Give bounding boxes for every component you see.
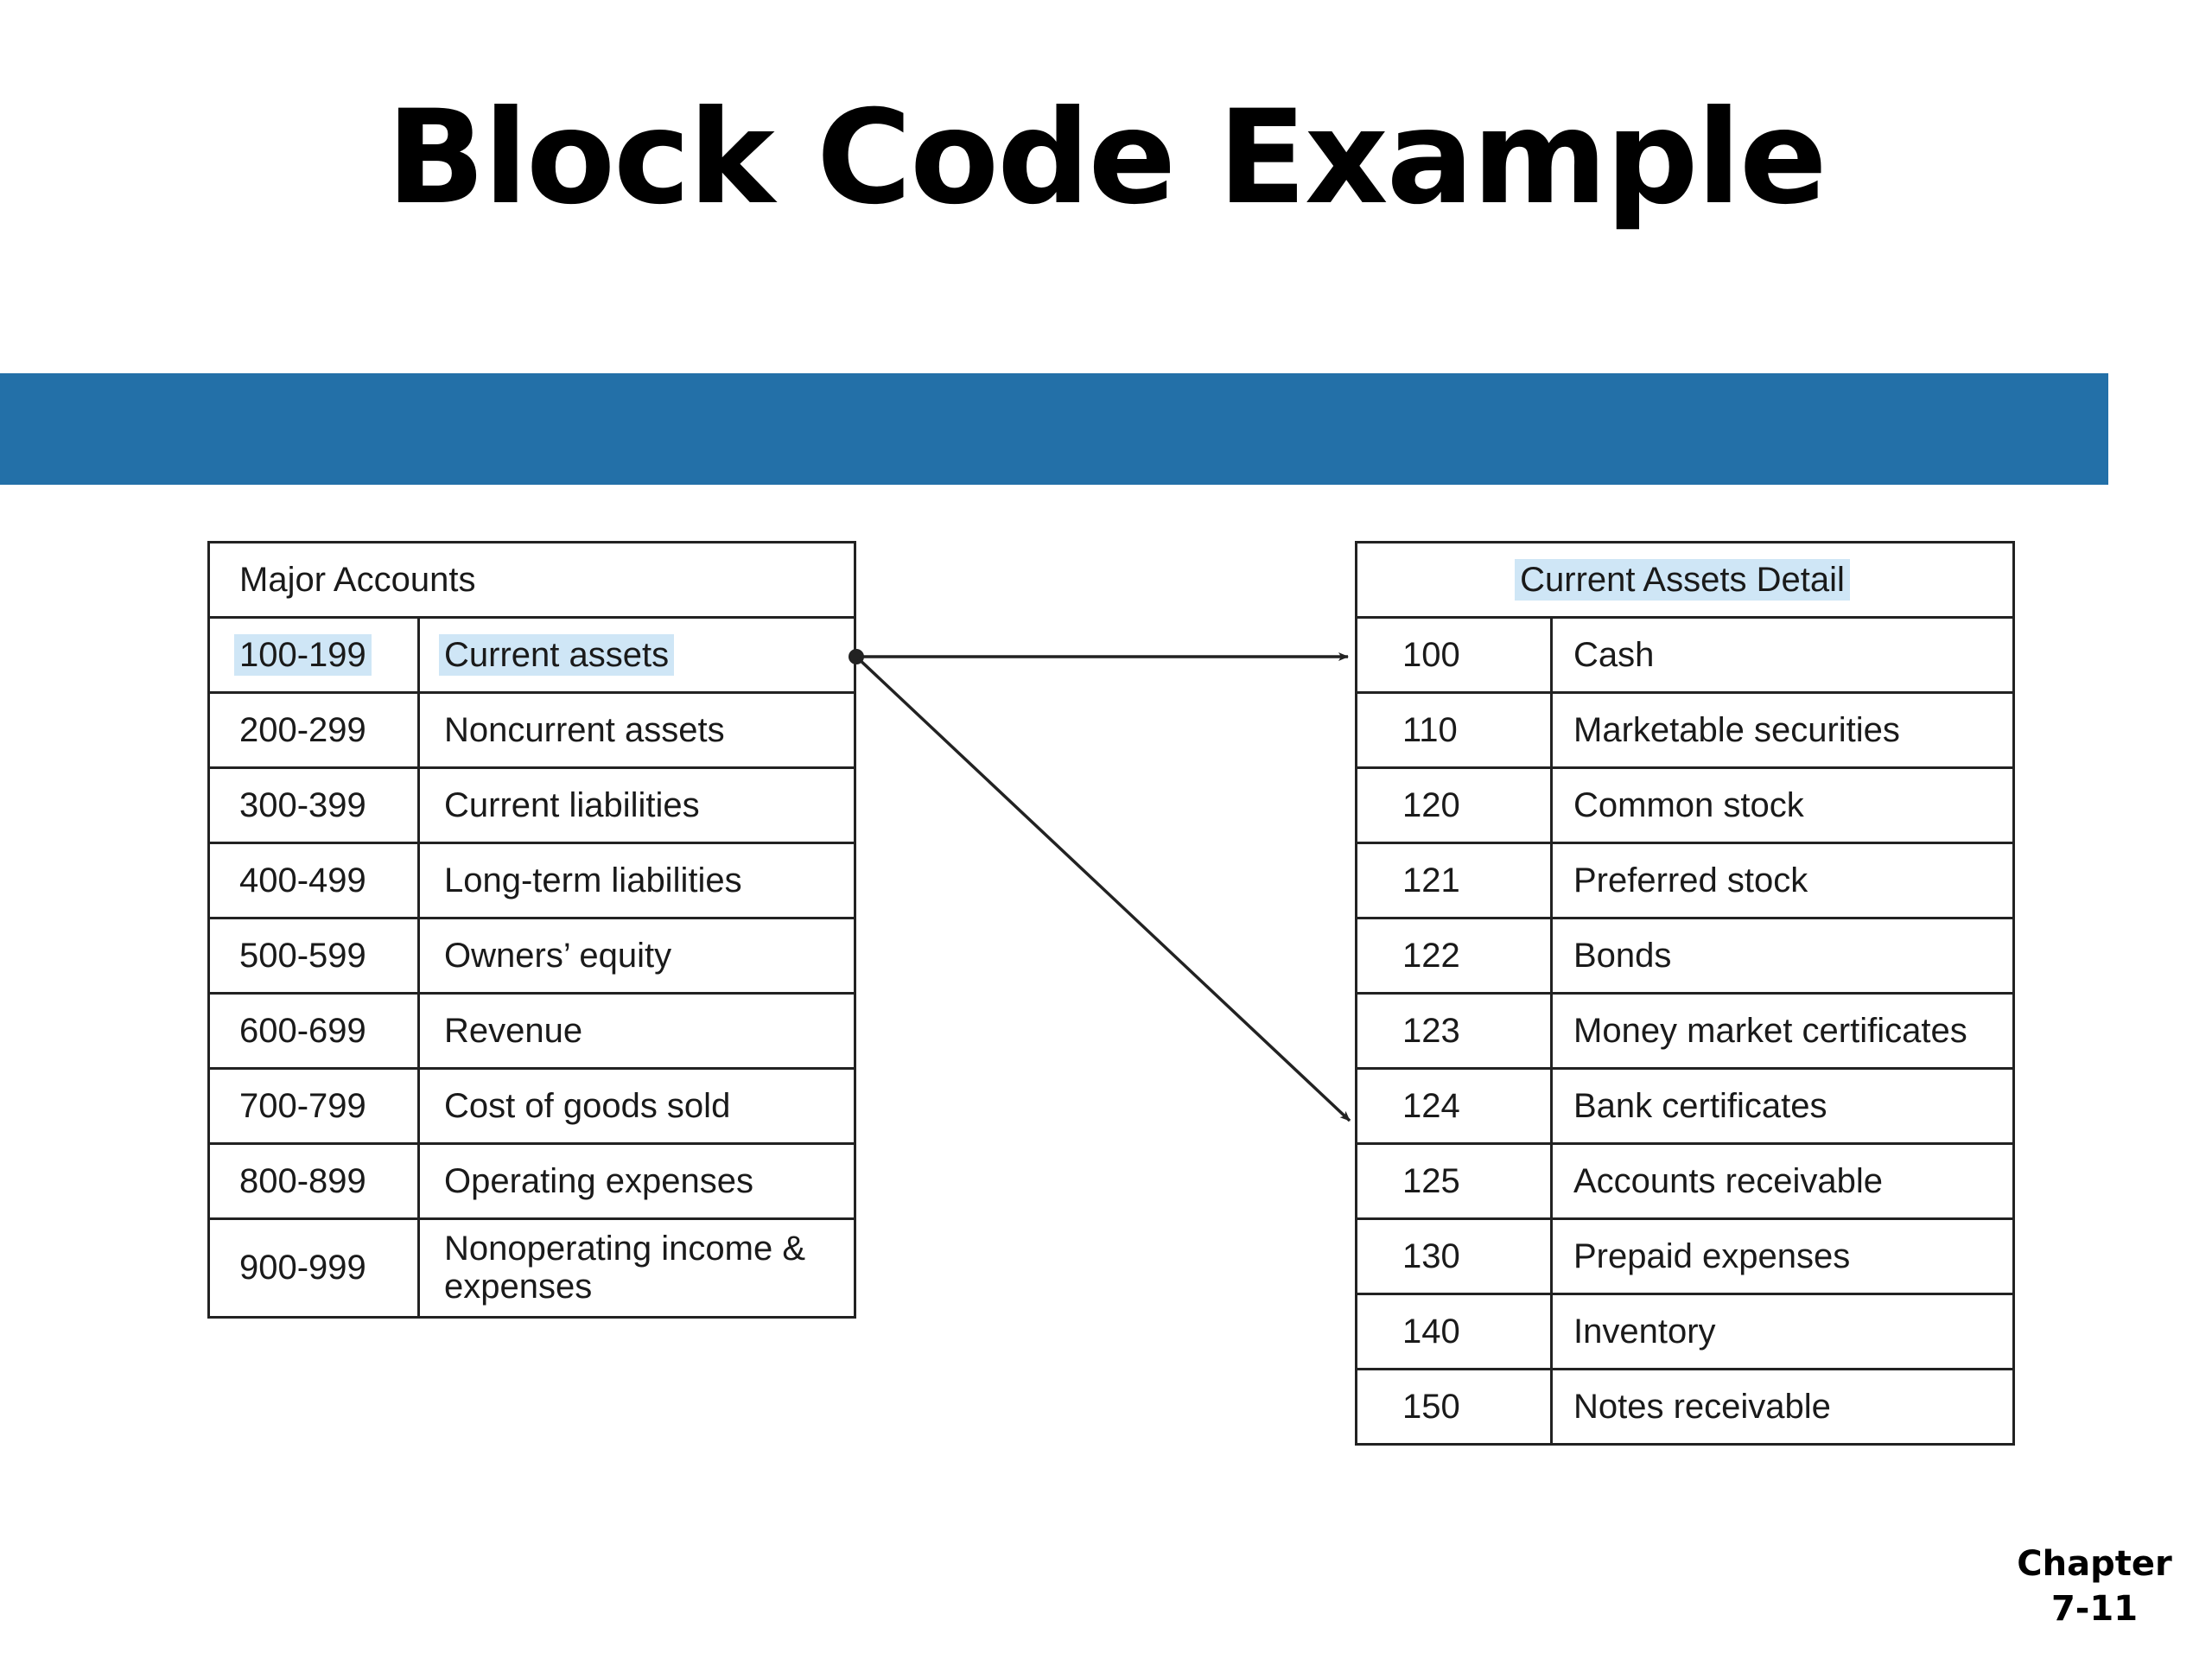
major-code: 500-599 <box>207 917 420 995</box>
major-row: 800-899 Operating expenses <box>207 1142 856 1220</box>
detail-code: 125 <box>1355 1142 1553 1220</box>
major-name: Operating expenses <box>417 1142 856 1220</box>
accent-bar <box>0 373 2108 485</box>
major-name: Noncurrent assets <box>417 691 856 769</box>
major-row: 600-699 Revenue <box>207 992 856 1070</box>
detail-name: Money market certificates <box>1550 992 2015 1070</box>
detail-row: 140 Inventory <box>1355 1293 2015 1370</box>
major-name: Owners’ equity <box>417 917 856 995</box>
detail-code: 120 <box>1355 766 1553 844</box>
detail-name: Common stock <box>1550 766 2015 844</box>
detail-code: 110 <box>1355 691 1553 769</box>
major-code: 600-699 <box>207 992 420 1070</box>
major-row: 200-299 Noncurrent assets <box>207 691 856 769</box>
current-assets-detail-table: Current Assets Detail 100 Cash 110 Marke… <box>1355 541 2015 1446</box>
major-accounts-table: Major Accounts 100-199 Current assets 20… <box>207 541 856 1319</box>
major-name: Long-term liabilities <box>417 842 856 919</box>
detail-code: 121 <box>1355 842 1553 919</box>
detail-name: Bank certificates <box>1550 1067 2015 1145</box>
major-code: 400-499 <box>207 842 420 919</box>
major-row: 500-599 Owners’ equity <box>207 917 856 995</box>
detail-row: 124 Bank certificates <box>1355 1067 2015 1145</box>
chapter-footer: Chapter 7-11 <box>2008 1541 2181 1631</box>
detail-name: Preferred stock <box>1550 842 2015 919</box>
detail-row: 150 Notes receivable <box>1355 1368 2015 1446</box>
detail-name: Inventory <box>1550 1293 2015 1370</box>
major-name: Cost of goods sold <box>417 1067 856 1145</box>
detail-code: 122 <box>1355 917 1553 995</box>
major-name-highlighted: Current assets <box>439 633 675 676</box>
slide-title: Block Code Example <box>386 83 1827 233</box>
major-code: 900-999 <box>207 1217 420 1319</box>
detail-code: 150 <box>1355 1368 1553 1446</box>
detail-code: 100 <box>1355 616 1553 694</box>
arrow-to-bank-certificates <box>855 655 1351 1122</box>
major-row: 400-499 Long-term liabilities <box>207 842 856 919</box>
major-accounts-header: Major Accounts <box>207 541 856 619</box>
detail-code: 123 <box>1355 992 1553 1070</box>
major-code: 200-299 <box>207 691 420 769</box>
detail-row: 100 Cash <box>1355 616 2015 694</box>
major-code: 800-899 <box>207 1142 420 1220</box>
major-name: Revenue <box>417 992 856 1070</box>
major-row: 700-799 Cost of goods sold <box>207 1067 856 1145</box>
major-code: 700-799 <box>207 1067 420 1145</box>
detail-row: 125 Accounts receivable <box>1355 1142 2015 1220</box>
detail-name: Marketable securities <box>1550 691 2015 769</box>
major-row: 100-199 Current assets <box>207 616 856 694</box>
major-name: Nonoperating income & expenses <box>444 1230 806 1306</box>
footer-chapter-label: Chapter <box>2017 1544 2172 1584</box>
major-row: 300-399 Current liabilities <box>207 766 856 844</box>
major-code-highlighted: 100-199 <box>234 633 372 676</box>
detail-header: Current Assets Detail <box>1515 558 1850 601</box>
detail-name: Notes receivable <box>1550 1368 2015 1446</box>
detail-row: 122 Bonds <box>1355 917 2015 995</box>
detail-code: 124 <box>1355 1067 1553 1145</box>
detail-row: 120 Common stock <box>1355 766 2015 844</box>
footer-page-number: 7-11 <box>2050 1589 2139 1629</box>
detail-name: Prepaid expenses <box>1550 1217 2015 1295</box>
major-row: 900-999 Nonoperating income & expenses <box>207 1217 856 1319</box>
detail-row: 121 Preferred stock <box>1355 842 2015 919</box>
detail-name: Cash <box>1550 616 2015 694</box>
detail-row: 130 Prepaid expenses <box>1355 1217 2015 1295</box>
detail-name: Accounts receivable <box>1550 1142 2015 1220</box>
detail-code: 130 <box>1355 1217 1553 1295</box>
detail-name: Bonds <box>1550 917 2015 995</box>
major-code: 300-399 <box>207 766 420 844</box>
detail-row: 123 Money market certificates <box>1355 992 2015 1070</box>
detail-row: 110 Marketable securities <box>1355 691 2015 769</box>
major-name: Current liabilities <box>417 766 856 844</box>
detail-code: 140 <box>1355 1293 1553 1370</box>
